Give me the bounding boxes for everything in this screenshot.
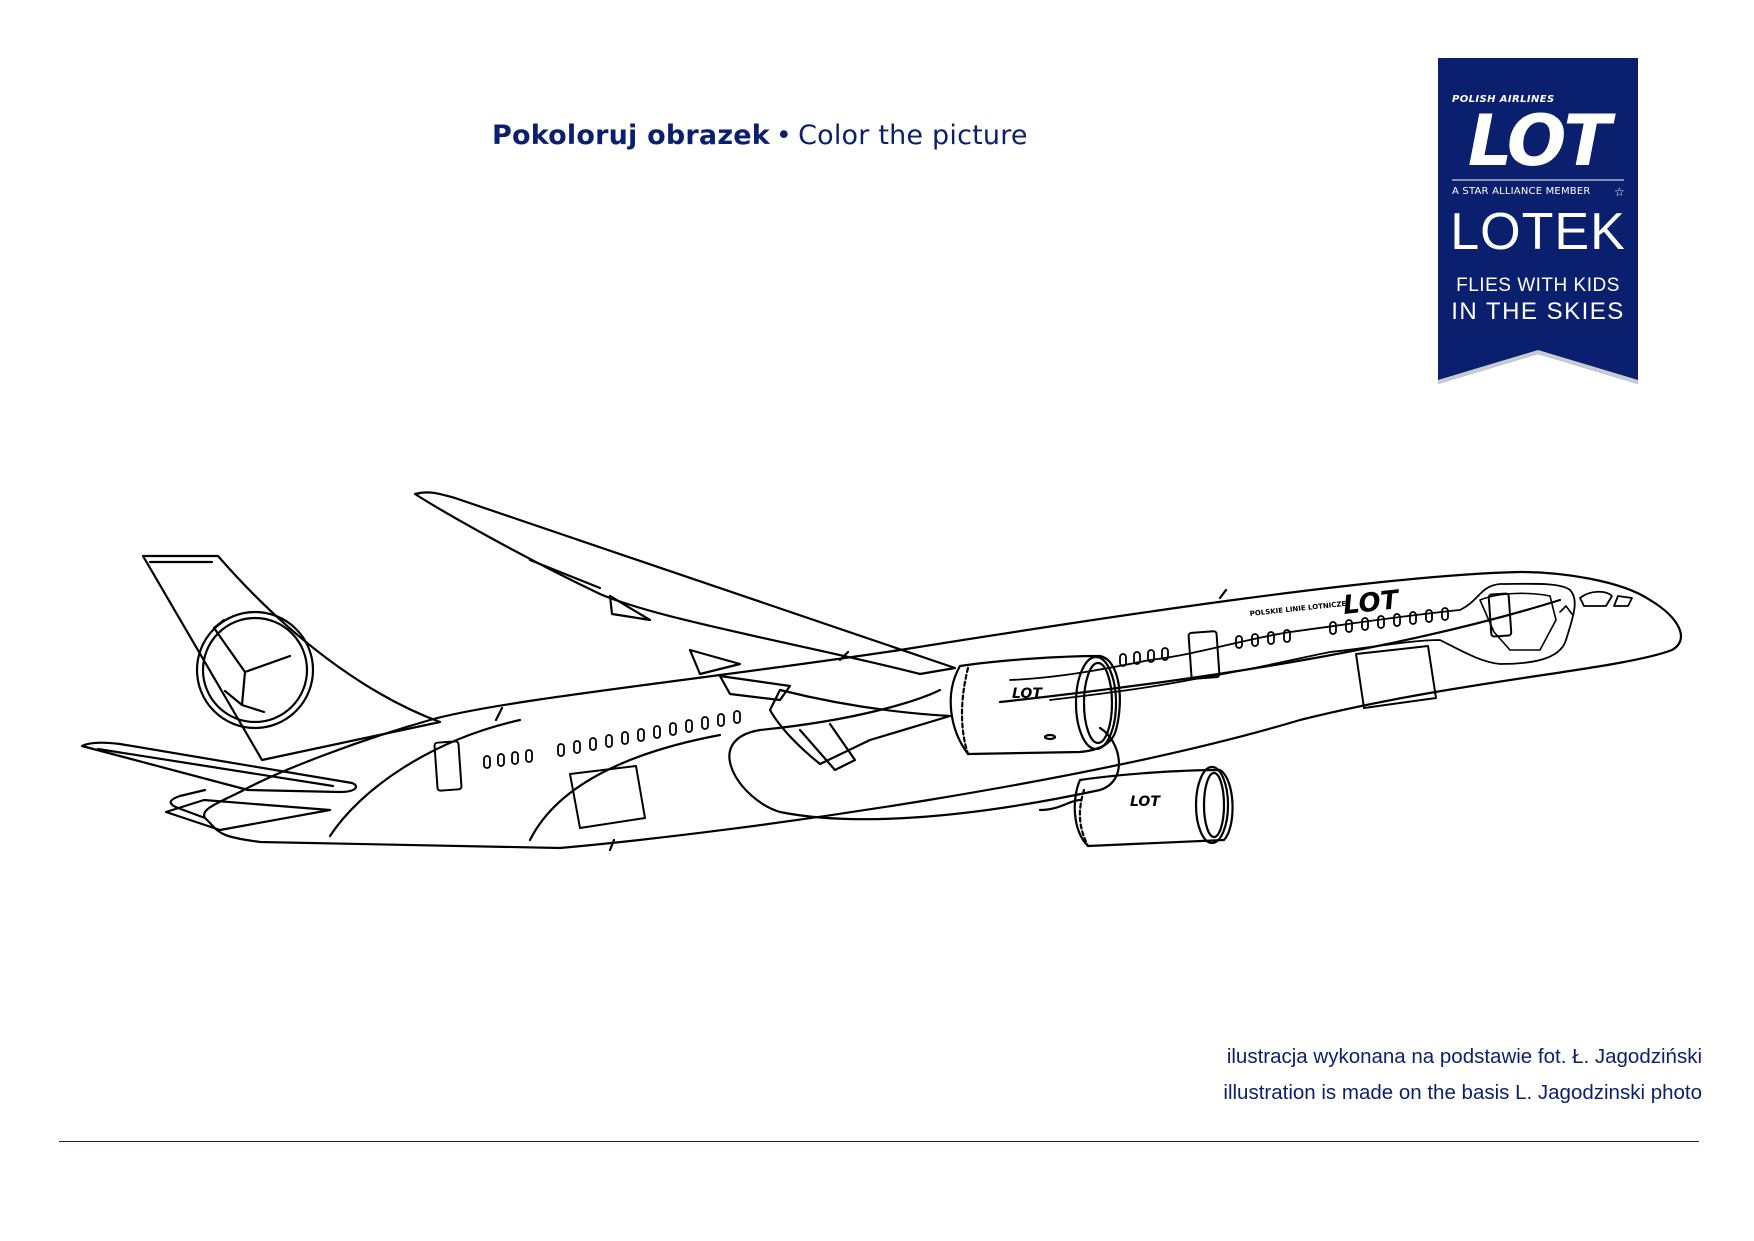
horizontal-stabilizer — [80, 741, 358, 794]
livery-band — [1009, 582, 1576, 701]
near-engine — [949, 654, 1121, 756]
logo-star-alliance: A STAR ALLIANCE MEMBER — [1452, 186, 1591, 197]
logo-lot-wordmark: LOT — [1467, 100, 1611, 182]
lotek-logo-banner: ☆ POLISH AIRLINES LOT A STAR ALLIANCE ME… — [1438, 58, 1638, 384]
photo-credit: ilustracja wykonana na podstawie fot. Ł.… — [1223, 1039, 1702, 1111]
far-engine-lot-text: LOT — [1130, 794, 1161, 810]
fuselage — [202, 570, 1683, 850]
svg-text:☆: ☆ — [1614, 185, 1625, 199]
title-polish: Pokoloruj obrazek — [492, 120, 770, 151]
cargo-doors — [569, 645, 1437, 829]
footer-divider — [59, 1141, 1699, 1142]
livery-lot-text: LOT — [1342, 585, 1403, 621]
tail-logo — [195, 610, 315, 730]
logo-tagline-line1: FLIES WITH KIDS — [1456, 275, 1620, 296]
title-separator: • — [775, 120, 793, 151]
vertical-tail — [141, 554, 442, 762]
logo-polish-airlines: POLISH AIRLINES — [1452, 94, 1555, 105]
far-wing — [413, 491, 957, 676]
credit-english: illustration is made on the basis L. Jag… — [1223, 1081, 1702, 1104]
far-engine — [1073, 768, 1234, 848]
livery-small-text: POLSKIE LINIE LOTNICZE — [1249, 600, 1346, 618]
near-wing — [768, 688, 952, 766]
credit-polish: ilustracja wykonana na podstawie fot. Ł.… — [1226, 1045, 1702, 1068]
page-title: Pokoloruj obrazek•Color the picture — [492, 120, 1028, 151]
logo-lotek: LOTEK — [1450, 203, 1626, 261]
logo-tagline-line2: IN THE SKIES — [1451, 298, 1625, 325]
near-engine-lot-text: LOT — [1012, 686, 1043, 702]
title-english: Color the picture — [798, 120, 1028, 151]
doors — [433, 592, 1513, 792]
aircraft-line-drawing: POLSKIE LINIE LOTNICZE LOT LOT LOT — [80, 491, 1683, 852]
